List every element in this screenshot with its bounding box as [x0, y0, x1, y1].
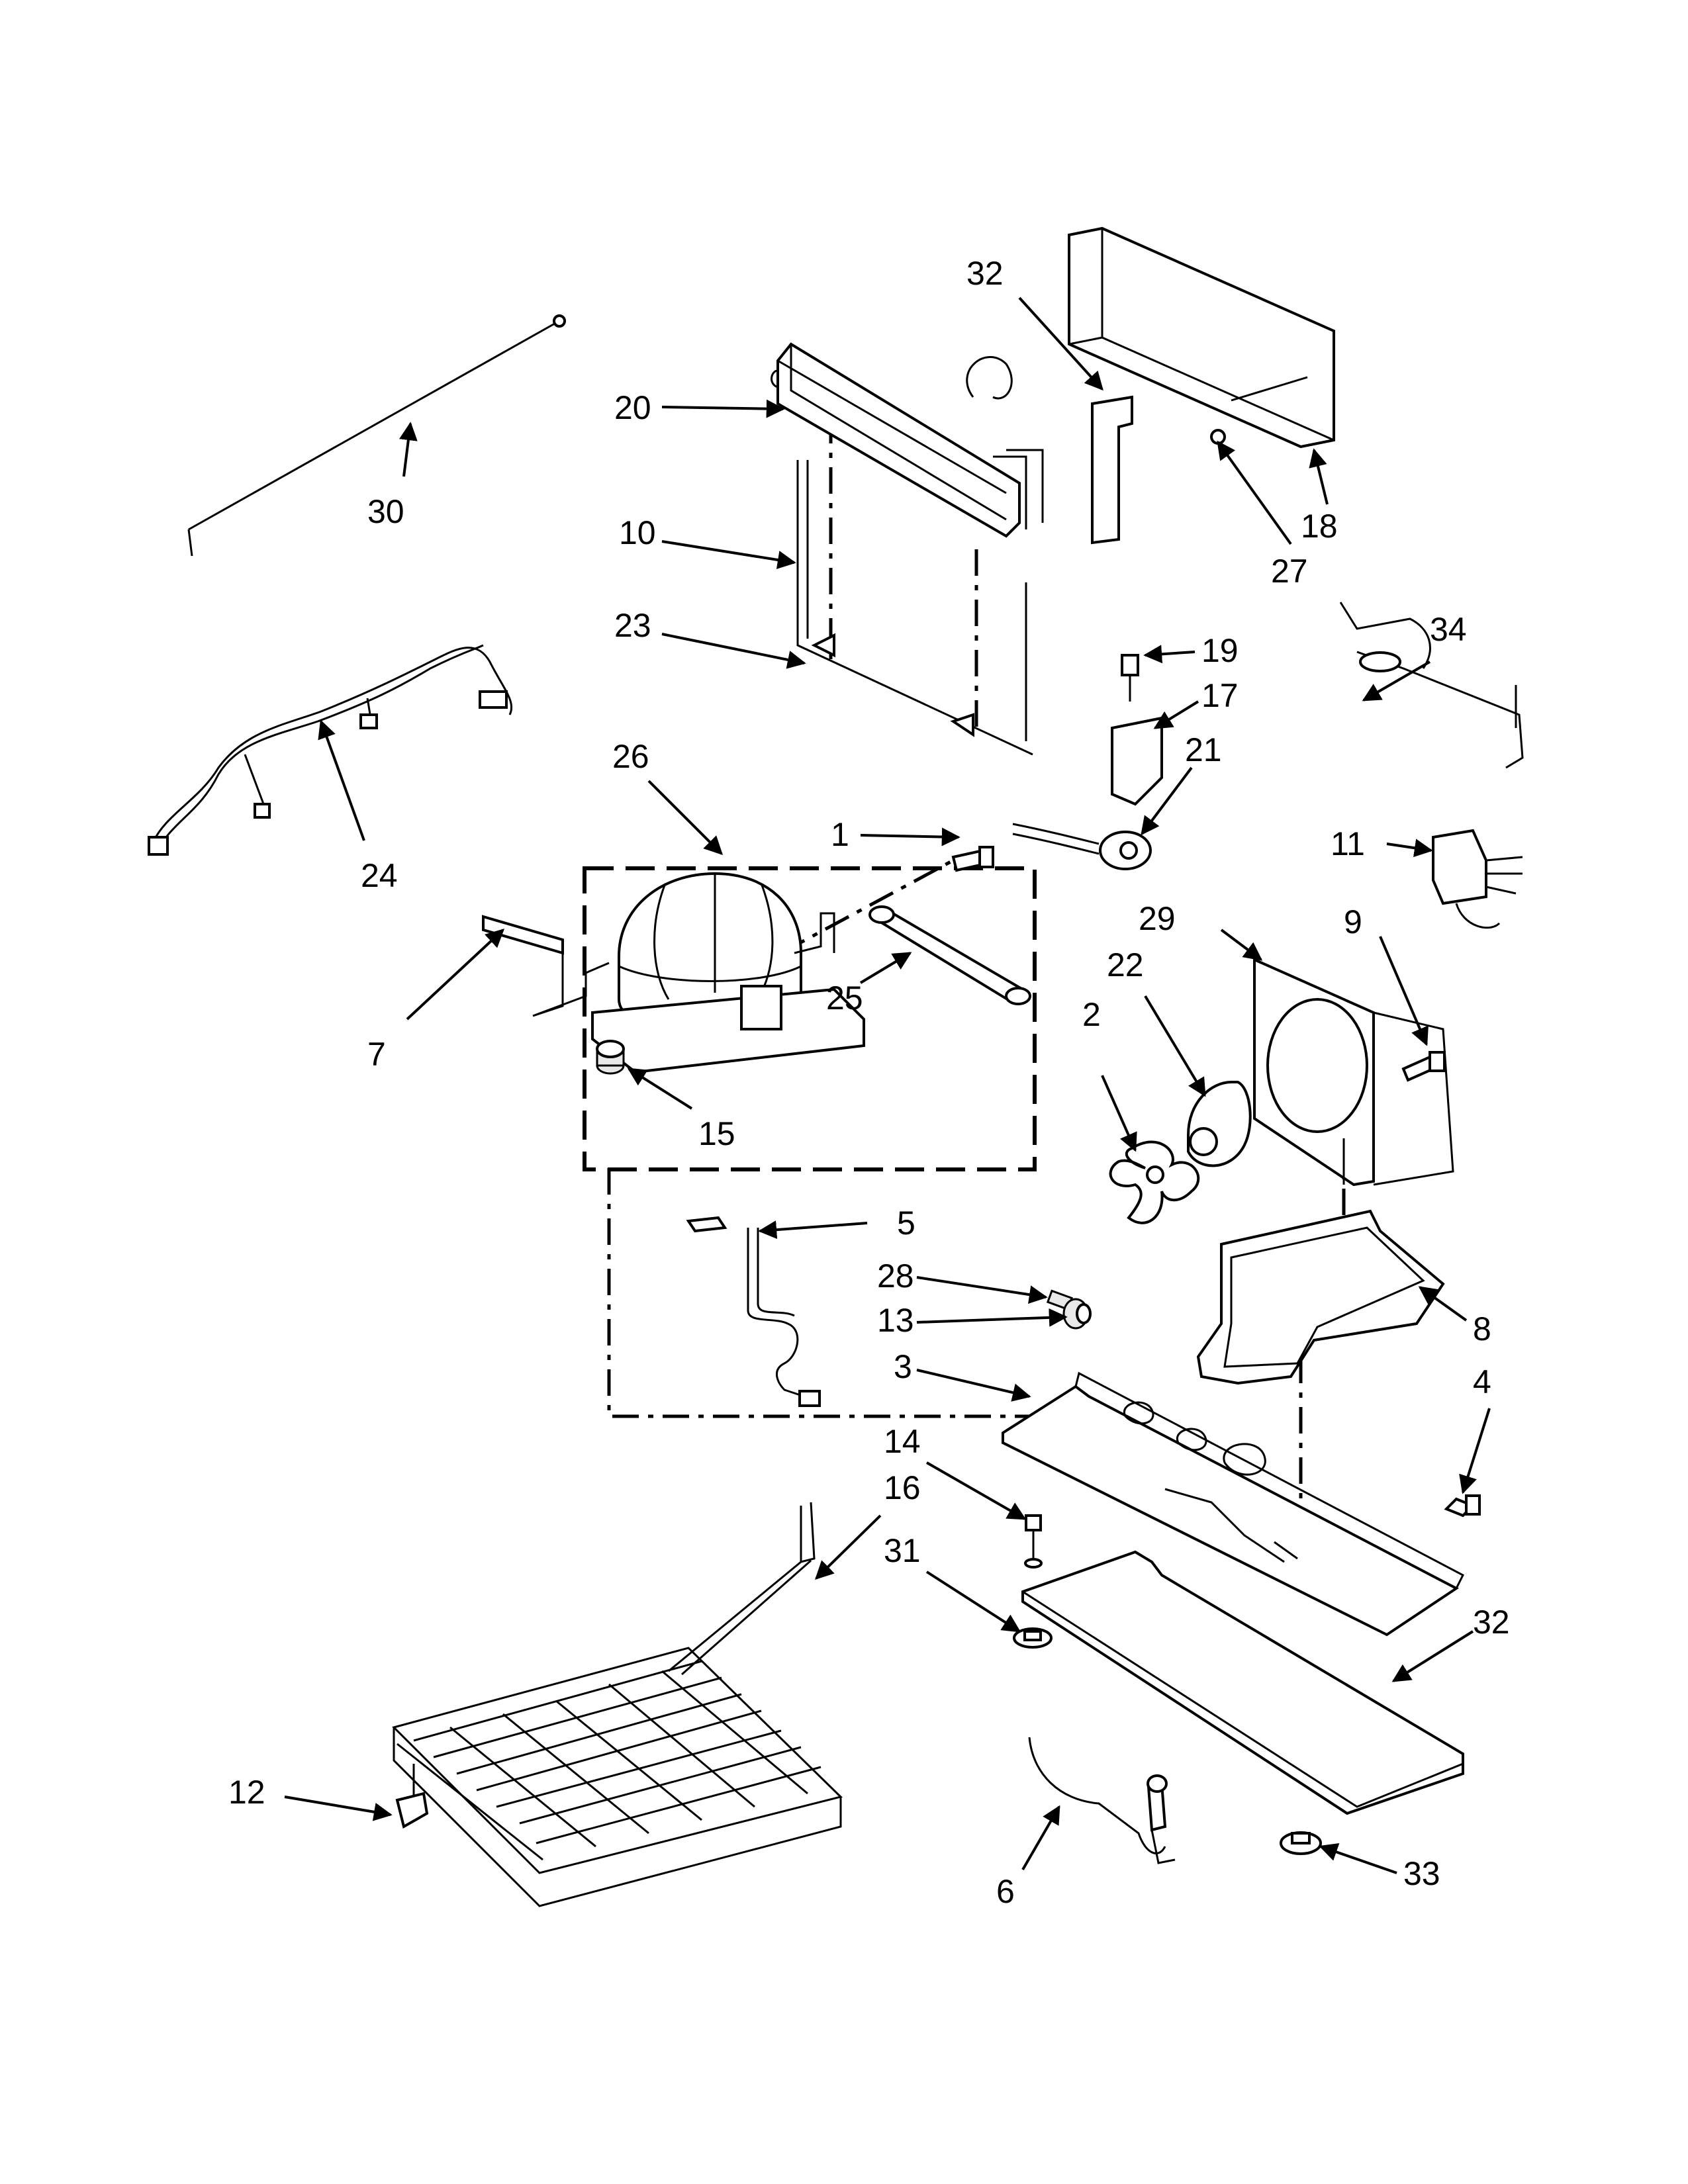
part-32-foot-b: [1280, 1831, 1322, 1855]
part-13-grommet: [1062, 1298, 1092, 1330]
part-32-foot-a: [1013, 1627, 1053, 1649]
label-15: 15: [698, 1115, 735, 1152]
label-29: 29: [1139, 900, 1176, 937]
label-32-top: 31: [884, 1532, 921, 1569]
part-5-tube: [686, 1216, 821, 1407]
part-31-panel: [1021, 1550, 1464, 1815]
label-22: 22: [1107, 946, 1144, 983]
part-33-bracket: [1091, 395, 1133, 545]
label-21: 21: [1185, 731, 1222, 768]
label-2: 2: [1082, 996, 1101, 1033]
label-26: 26: [612, 738, 649, 775]
part-6-sensor: [1028, 1737, 1176, 1864]
label-30: 30: [367, 493, 404, 530]
label-9: 9: [1344, 903, 1362, 940]
label-19: 19: [1201, 632, 1239, 669]
part-3-base-plate: [1002, 1371, 1464, 1637]
part-22-fan-motor: [1187, 1081, 1252, 1167]
label-12: 12: [228, 1774, 265, 1811]
compressor-assembly-boundary: [583, 866, 1037, 1171]
label-4: 4: [1473, 1363, 1491, 1400]
part-19-17-21: [1012, 654, 1163, 870]
callout-labels: 32 20 30 18 10 27 34 23 19 17 26 21 1 24…: [228, 255, 1510, 1910]
label-8: 8: [1473, 1310, 1491, 1347]
label-24: 24: [361, 857, 398, 894]
part-11-relay: [1432, 829, 1523, 929]
label-18: 18: [1301, 508, 1338, 545]
label-25: 25: [826, 979, 863, 1017]
label-13: 13: [877, 1302, 914, 1339]
label-11: 11: [1331, 825, 1365, 862]
label-31: 32: [1473, 1604, 1510, 1641]
label-17: 17: [1201, 677, 1239, 714]
part-16-evaporator: [392, 1502, 843, 1907]
part-26-compressor: [591, 872, 865, 1074]
label-14: 14: [884, 1423, 921, 1460]
label-6: 6: [996, 1873, 1015, 1910]
label-27: 27: [1271, 553, 1308, 590]
label-33: 32: [966, 255, 1004, 292]
part-1-bolt: [951, 846, 994, 872]
part-12-clip: [395, 1764, 429, 1829]
part-7-strap: [482, 915, 610, 1017]
assembly-dash-line: [780, 858, 955, 955]
label-23: 23: [614, 607, 651, 644]
label-16: 16: [884, 1469, 921, 1506]
part-20-condenser: [771, 342, 1044, 538]
part-29-fan-shroud: [1253, 957, 1454, 1187]
label-20: 20: [614, 389, 651, 426]
part-15-grommet: [596, 1040, 625, 1075]
label-34: 34: [1430, 611, 1467, 648]
part-4-bolt: [1444, 1494, 1481, 1518]
part-30-wire: [187, 314, 566, 557]
part-14-screw: [1024, 1514, 1043, 1569]
label-32-bottom: 33: [1403, 1855, 1440, 1892]
label-3: 3: [894, 1348, 912, 1385]
part-34-tube: [1339, 602, 1524, 769]
label-1: 1: [831, 816, 849, 853]
label-7: 7: [367, 1036, 386, 1073]
label-5: 5: [897, 1205, 915, 1242]
part-10-23-bracket: [796, 460, 1033, 756]
part-2-fan-blade: [1109, 1140, 1200, 1224]
part-9-screw: [1401, 1051, 1446, 1082]
part-18-cover: [1068, 226, 1335, 449]
part-25-drier: [868, 905, 1031, 1005]
label-28: 28: [877, 1257, 914, 1295]
leader-lines: [284, 296, 1491, 1874]
part-24-wire-harness: [148, 644, 513, 856]
label-10: 10: [619, 514, 656, 551]
part-8-drain-pan: [1196, 1209, 1445, 1385]
assembly-dash-line: [607, 1168, 1036, 1418]
